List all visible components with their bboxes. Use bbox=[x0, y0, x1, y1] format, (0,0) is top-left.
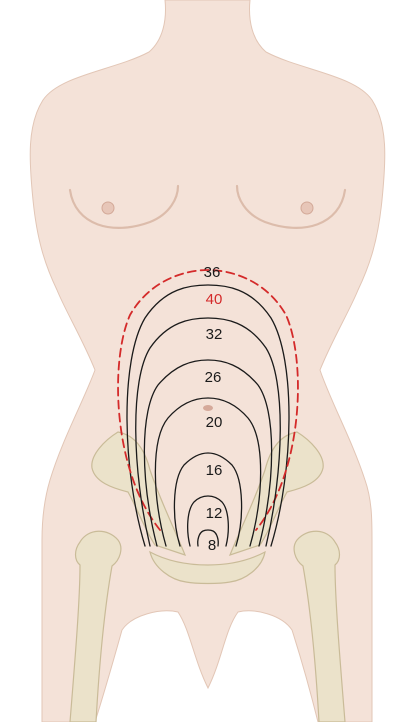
left-nipple bbox=[102, 202, 114, 214]
label-week-32: 32 bbox=[206, 326, 223, 343]
navel bbox=[203, 405, 213, 411]
label-week-40: 40 bbox=[206, 291, 223, 308]
label-week-26: 26 bbox=[205, 369, 222, 386]
label-week-36: 36 bbox=[204, 264, 221, 281]
label-week-20: 20 bbox=[206, 414, 223, 431]
right-nipple bbox=[301, 202, 313, 214]
label-week-8: 8 bbox=[208, 537, 216, 554]
label-week-16: 16 bbox=[206, 462, 223, 479]
label-week-12: 12 bbox=[206, 505, 223, 522]
